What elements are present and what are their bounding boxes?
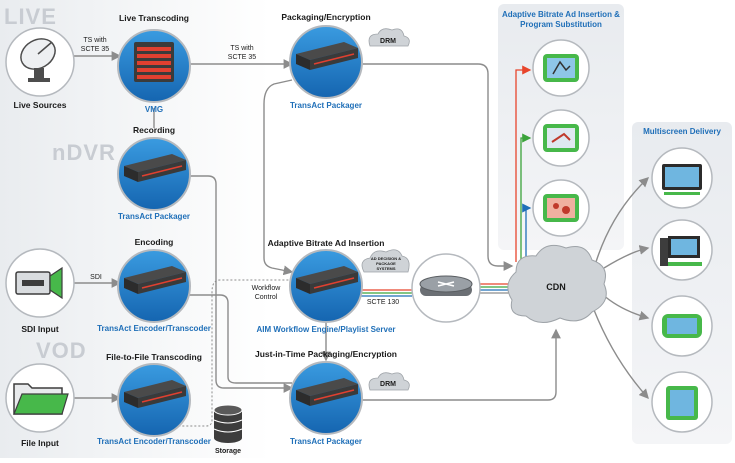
phone-device <box>651 295 713 357</box>
file-transcoding-title: File-to-File Transcoding <box>106 352 202 362</box>
server-appliance-icon <box>134 42 174 82</box>
connectors <box>72 51 650 403</box>
recording-title: Recording <box>133 125 175 135</box>
server-appliance-icon <box>296 378 358 406</box>
encoding-title: Encoding <box>135 237 174 247</box>
workflow-label-1: Workflow <box>252 285 282 292</box>
server-appliance-icon <box>124 266 186 294</box>
ad-decision-label-2: PACKAGE <box>376 261 396 266</box>
section-ndvr-label: nDVR <box>52 140 116 165</box>
live-transcoding-product: VMG <box>145 105 163 114</box>
packaging-node[interactable]: Packaging/Encryption TransAct Packager <box>281 12 370 110</box>
router-node <box>411 253 481 323</box>
drm-cloud-1: DRM <box>368 28 410 47</box>
ad-device-3 <box>532 179 590 237</box>
sdi-input-label: SDI Input <box>21 324 58 334</box>
jit-packaging-node[interactable]: Just-in-Time Packaging/Encryption TransA… <box>255 349 397 446</box>
live-sources-label: Live Sources <box>14 100 67 110</box>
live-transcoding-node[interactable]: Live Transcoding VMG <box>117 13 191 114</box>
section-vod-label: VOD <box>36 338 87 363</box>
scte130-label: SCTE 130 <box>367 299 399 306</box>
server-appliance-icon <box>124 154 186 182</box>
packaging-title: Packaging/Encryption <box>281 12 370 22</box>
encoding-product: TransAct Encoder/Transcoder <box>97 324 211 333</box>
ad-device-1 <box>532 39 590 97</box>
ad-device-2 <box>532 109 590 167</box>
ad-decision-cloud: AD DECISION & PACKAGE SYSTEMS <box>361 249 410 273</box>
sdi-input-node: SDI Input <box>5 248 75 334</box>
folder-icon <box>13 383 69 415</box>
server-appliance-icon <box>296 42 358 70</box>
ts-scte-label-2b: SCTE 35 <box>228 54 257 61</box>
file-input-label: File Input <box>21 438 59 448</box>
live-transcoding-title: Live Transcoding <box>119 13 189 23</box>
live-sources-node: Live Sources <box>5 27 75 110</box>
ad-insertion-node[interactable]: Adaptive Bitrate Ad Insertion AIM Workfl… <box>257 238 396 334</box>
recording-node[interactable]: Recording TransAct Packager <box>117 125 191 221</box>
satellite-dish-icon <box>20 38 56 82</box>
ad-substitution-title-1: Adaptive Bitrate Ad Insertion & <box>502 10 620 19</box>
ad-decision-label-3: SYSTEMS <box>376 266 395 271</box>
encoding-node[interactable]: Encoding TransAct Encoder/Transcoder <box>97 237 211 333</box>
ts-scte-label-2a: TS with <box>230 45 253 52</box>
drm-label-1: DRM <box>380 38 396 45</box>
database-icon <box>213 404 243 443</box>
video-camera-icon <box>15 266 63 300</box>
cdn-cloud: CDN <box>507 244 607 323</box>
storage-node: Storage <box>213 404 243 455</box>
section-live-label: LIVE <box>4 4 57 29</box>
ad-decision-label-1: AD DECISION & <box>371 256 401 261</box>
server-appliance-icon <box>296 266 358 294</box>
jit-packaging-product: TransAct Packager <box>290 437 362 446</box>
ad-flow-lines <box>360 65 532 297</box>
packaging-product: TransAct Packager <box>290 101 362 110</box>
workflow-label-2: Control <box>255 294 278 301</box>
jit-packaging-title: Just-in-Time Packaging/Encryption <box>255 349 397 359</box>
desktop-device <box>651 219 713 281</box>
ad-insertion-product: AIM Workflow Engine/Playlist Server <box>257 325 396 334</box>
recording-product: TransAct Packager <box>118 212 190 221</box>
drm-cloud-2: DRM <box>368 372 410 391</box>
multiscreen-title: Multiscreen Delivery <box>643 127 721 136</box>
multiscreen-panel <box>632 122 732 444</box>
file-transcoding-product: TransAct Encoder/Transcoder <box>97 437 211 446</box>
storage-label: Storage <box>215 448 241 455</box>
file-transcoding-node[interactable]: File-to-File Transcoding TransAct Encode… <box>97 352 211 446</box>
ad-substitution-title-2: Program Substitution <box>520 20 602 29</box>
tablet-device <box>651 371 713 433</box>
server-appliance-icon <box>124 380 186 408</box>
ts-scte-label-1b: SCTE 35 <box>81 46 110 53</box>
sdi-link-label: SDI <box>90 274 102 281</box>
router-icon <box>419 275 473 296</box>
cdn-label: CDN <box>546 282 566 292</box>
drm-label-2: DRM <box>380 381 396 388</box>
tv-device <box>651 147 713 209</box>
ad-insertion-title: Adaptive Bitrate Ad Insertion <box>268 238 385 248</box>
ts-scte-label-1a: TS with <box>83 37 106 44</box>
file-input-node: File Input <box>5 363 75 448</box>
